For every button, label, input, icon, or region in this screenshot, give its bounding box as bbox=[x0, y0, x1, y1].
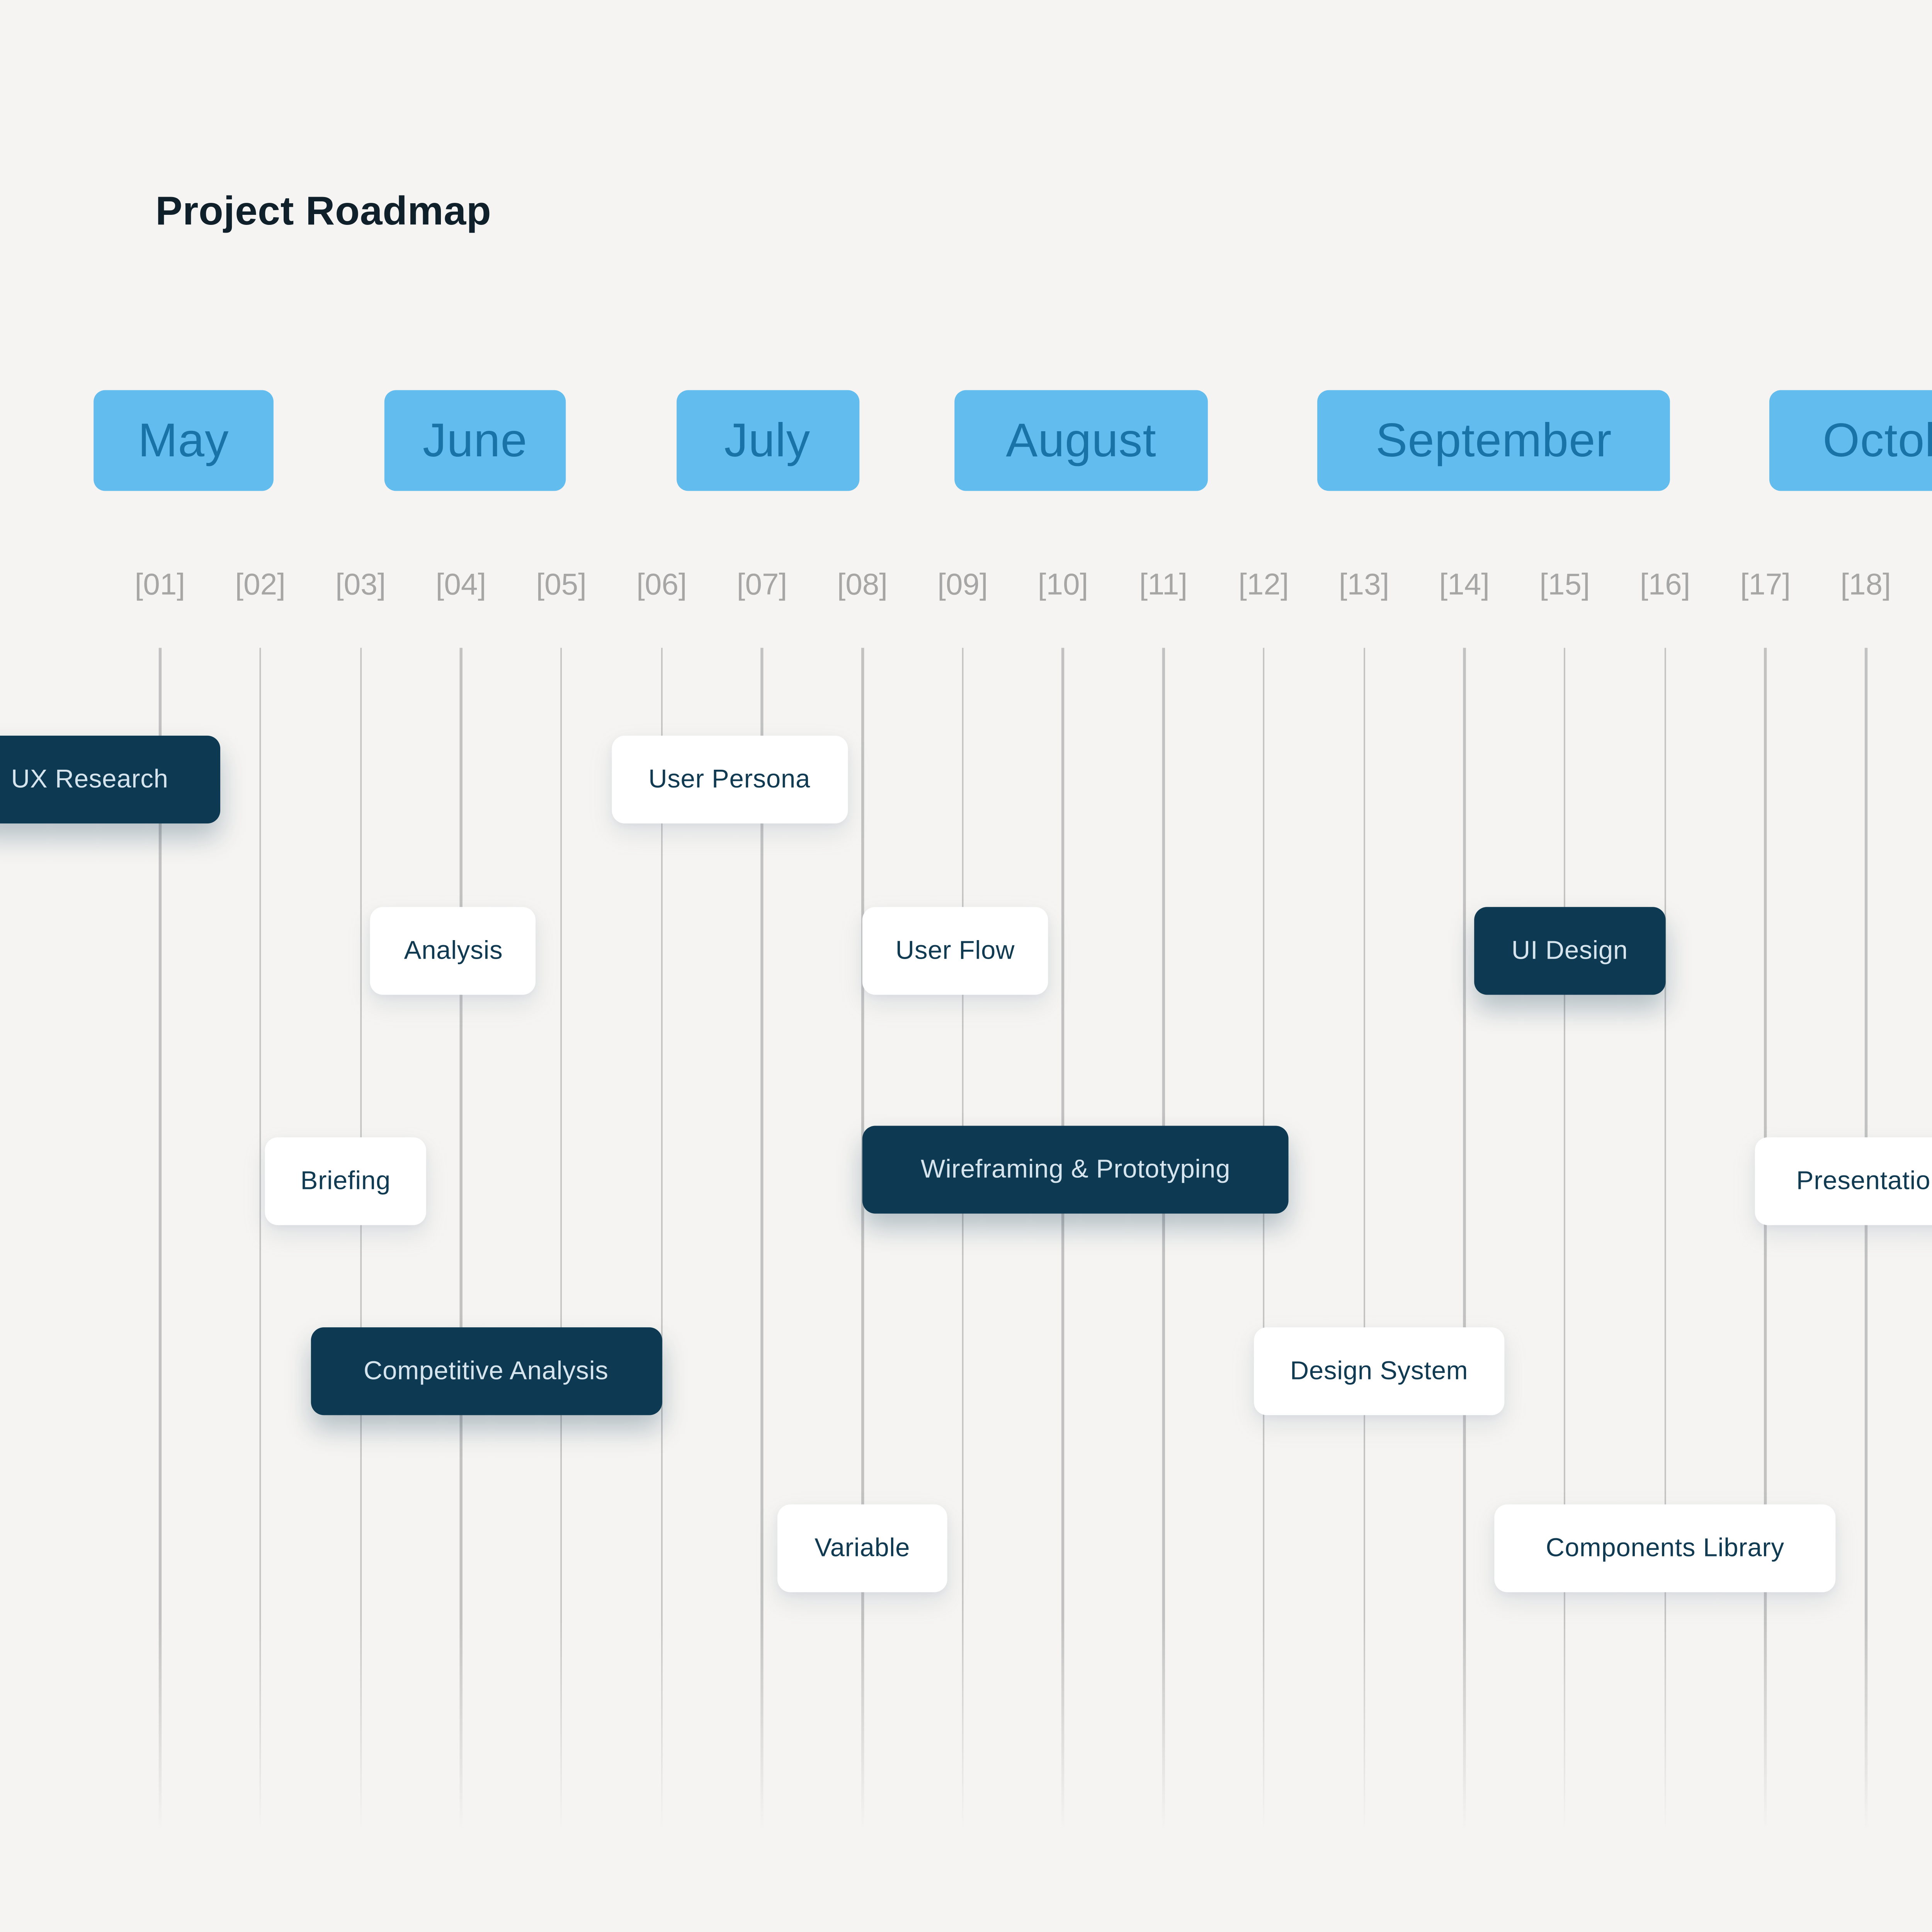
gridline bbox=[1864, 648, 1867, 1832]
task-card-competitive-analysis[interactable]: Competitive Analysis bbox=[310, 1327, 662, 1415]
task-card-components-library[interactable]: Components Library bbox=[1494, 1504, 1836, 1592]
month-chip-july: July bbox=[676, 390, 859, 491]
week-label-7: [07] bbox=[736, 568, 787, 602]
gridline bbox=[259, 648, 262, 1832]
gridline bbox=[560, 648, 563, 1832]
month-chip-october: October bbox=[1769, 390, 1932, 491]
week-label-10: [10] bbox=[1037, 568, 1088, 602]
task-label: User Flow bbox=[895, 935, 1015, 965]
task-label: Briefing bbox=[300, 1166, 391, 1195]
gridline bbox=[159, 648, 161, 1832]
week-label-11: [11] bbox=[1139, 568, 1188, 602]
task-label: Wireframing & Prototyping bbox=[920, 1155, 1231, 1184]
task-card-variable[interactable]: Variable bbox=[777, 1504, 948, 1592]
task-card-presentation[interactable]: Presentation bbox=[1755, 1137, 1932, 1225]
week-label-16: [16] bbox=[1639, 568, 1690, 602]
week-label-4: [04] bbox=[435, 568, 486, 602]
task-label: Competitive Analysis bbox=[363, 1356, 609, 1385]
week-label-18: [18] bbox=[1840, 568, 1891, 602]
week-label-9: [09] bbox=[937, 568, 988, 602]
gridline bbox=[1162, 648, 1165, 1832]
month-label: May bbox=[138, 413, 229, 467]
gridline bbox=[1463, 648, 1466, 1832]
week-label-12: [12] bbox=[1238, 568, 1289, 602]
gridline bbox=[1363, 648, 1365, 1832]
task-label: UI Design bbox=[1511, 935, 1628, 965]
task-label: Components Library bbox=[1546, 1533, 1784, 1562]
task-card-ux-research[interactable]: UX Research bbox=[0, 735, 220, 824]
week-label-15: [15] bbox=[1539, 568, 1590, 602]
week-label-8: [08] bbox=[837, 568, 888, 602]
month-label: September bbox=[1376, 413, 1612, 467]
gridline bbox=[660, 648, 663, 1832]
task-card-briefing[interactable]: Briefing bbox=[265, 1137, 426, 1225]
task-label: User Persona bbox=[648, 764, 811, 793]
month-chip-june: June bbox=[384, 390, 566, 491]
task-label: Design System bbox=[1290, 1356, 1468, 1385]
task-label: Presentation bbox=[1796, 1166, 1932, 1195]
week-label-17: [17] bbox=[1740, 568, 1791, 602]
gridline bbox=[1262, 648, 1265, 1832]
gridline bbox=[1062, 648, 1064, 1832]
task-card-user-persona[interactable]: User Persona bbox=[611, 735, 847, 824]
month-chip-august: August bbox=[954, 390, 1208, 491]
task-label: Analysis bbox=[404, 935, 503, 965]
week-label-6: [06] bbox=[636, 568, 687, 602]
month-label: July bbox=[724, 413, 811, 467]
month-label: June bbox=[422, 413, 528, 467]
page-title: Project Roadmap bbox=[155, 189, 492, 233]
week-label-14: [14] bbox=[1439, 568, 1490, 602]
task-card-ui-design[interactable]: UI Design bbox=[1474, 907, 1665, 995]
week-label-5: [05] bbox=[536, 568, 587, 602]
gridline bbox=[1563, 648, 1566, 1832]
task-card-user-flow[interactable]: User Flow bbox=[862, 907, 1048, 995]
gridline bbox=[761, 648, 763, 1832]
month-chip-may: May bbox=[93, 390, 274, 491]
task-card-analysis[interactable]: Analysis bbox=[371, 907, 536, 995]
gridline bbox=[861, 648, 864, 1832]
gridline bbox=[1764, 648, 1767, 1832]
week-label-2: [02] bbox=[235, 568, 286, 602]
task-card-wireframing-prototyping[interactable]: Wireframing & Prototyping bbox=[862, 1126, 1289, 1214]
month-label: October bbox=[1823, 413, 1932, 467]
gridline bbox=[359, 648, 362, 1832]
task-card-design-system[interactable]: Design System bbox=[1253, 1327, 1505, 1415]
gridline bbox=[1664, 648, 1666, 1832]
task-label: UX Research bbox=[11, 764, 168, 793]
week-label-1: [01] bbox=[134, 568, 185, 602]
week-label-13: [13] bbox=[1338, 568, 1389, 602]
gridline bbox=[460, 648, 462, 1832]
gridline bbox=[961, 648, 964, 1832]
task-label: Variable bbox=[815, 1533, 910, 1562]
week-label-3: [03] bbox=[335, 568, 386, 602]
month-chip-september: September bbox=[1317, 390, 1670, 491]
month-label: August bbox=[1006, 413, 1156, 467]
